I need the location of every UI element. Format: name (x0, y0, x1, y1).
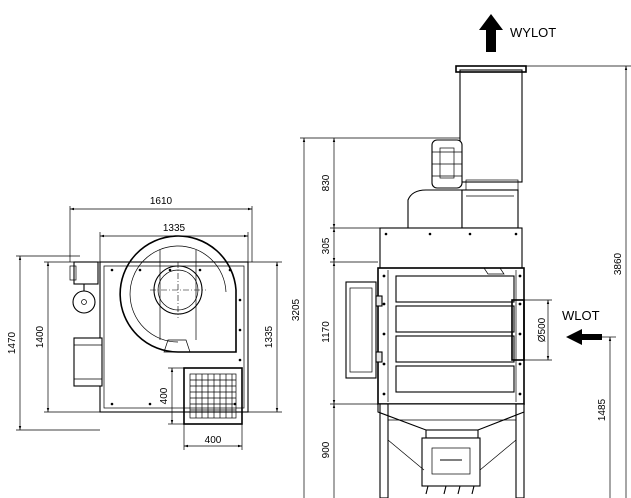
top-view-body (99, 261, 249, 413)
legs (379, 403, 525, 498)
dim-inlet-diameter: Ø500 (537, 317, 548, 342)
hopper-grid (183, 367, 243, 425)
dim-top-height-frame: 1400 (35, 325, 46, 348)
motor-top (69, 261, 103, 387)
dim-side-filter-section: 1170 (321, 321, 332, 343)
dim-side-total-with-outlet: 3860 (613, 252, 624, 275)
dim-top-width-overall: 1610 (150, 196, 173, 207)
dim-hopper-box-height: 400 (159, 387, 170, 404)
dim-top-height-overall: 1470 (7, 331, 18, 354)
dim-top-height-right: 1335 (264, 325, 275, 348)
inlet-arrow (566, 329, 602, 345)
dim-inlet-height: 1485 (597, 398, 608, 421)
dim-top-width-body: 1335 (163, 223, 186, 234)
fan-housing-side (407, 189, 519, 229)
dim-side-total-height: 3205 (291, 298, 302, 321)
outlet-duct (455, 65, 527, 191)
hopper (377, 403, 525, 495)
fan-motor-side (431, 139, 463, 189)
dim-side-fan-section: 830 (321, 174, 332, 191)
inlet-label: WLOT (562, 308, 600, 323)
side-view: WYLOT WLOT Ø500 3205 830 305 1170 900 38… (291, 14, 631, 498)
transition-plate (379, 227, 523, 269)
dim-hopper-box-width: 400 (205, 435, 222, 446)
outlet-label: WYLOT (510, 25, 556, 40)
top-view: 1610 1335 1470 1400 1335 400 400 (7, 196, 282, 450)
dim-side-legs: 900 (321, 441, 332, 458)
outlet-arrow (479, 14, 503, 52)
dim-side-transition: 305 (321, 237, 332, 254)
inspection-door (345, 281, 383, 379)
fan-volute (119, 235, 237, 353)
filter-section (377, 267, 525, 405)
top-view-bolts (110, 268, 242, 406)
